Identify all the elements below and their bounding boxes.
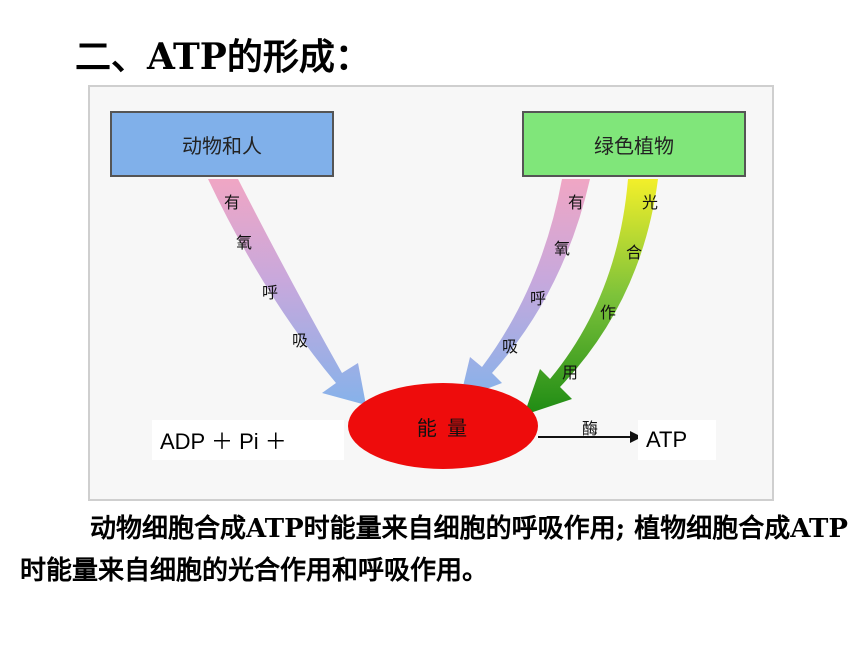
plant-respiration-char-3: 呼 (530, 289, 547, 308)
animal-path-char-3: 呼 (262, 283, 279, 302)
green-plant-box: 绿色植物 (522, 111, 746, 177)
animal-path-char-4: 吸 (292, 331, 309, 350)
animal-human-box: 动物和人 (110, 111, 334, 177)
animal-respiration-arrow (208, 179, 366, 405)
atp-formation-diagram: 动物和人 绿色植物 有 氧 呼 吸 有 氧 呼 吸 光 合 作 用 ADP ＋ … (88, 85, 774, 501)
reactants-label: ADP ＋ Pi ＋ (152, 420, 344, 460)
photosynthesis-char-1: 光 (642, 193, 659, 212)
plant-respiration-char-1: 有 (568, 193, 585, 212)
animal-path-char-2: 氧 (236, 233, 253, 252)
page-title: 二、ATP的形成： (75, 36, 371, 78)
plant-respiration-char-4: 吸 (502, 337, 519, 356)
explanation-text: 动物细胞合成ATP时能量来自细胞的呼吸作用; 植物细胞合成ATP时能量来自细胞的… (20, 514, 848, 586)
plant-respiration-arrow (460, 179, 590, 399)
enzyme-label: 酶 (582, 419, 599, 438)
animal-path-char-1: 有 (224, 193, 241, 212)
photosynthesis-char-4: 用 (562, 363, 579, 382)
arrow-layer (208, 179, 658, 443)
photosynthesis-char-3: 作 (600, 303, 617, 322)
energy-ellipse: 能 量 (348, 383, 538, 469)
product-atp-label: ATP (638, 420, 716, 460)
reaction-arrow-head (630, 431, 642, 443)
plant-photosynthesis-arrow (524, 179, 658, 415)
photosynthesis-char-2: 合 (626, 243, 643, 262)
plant-respiration-char-2: 氧 (554, 239, 571, 258)
